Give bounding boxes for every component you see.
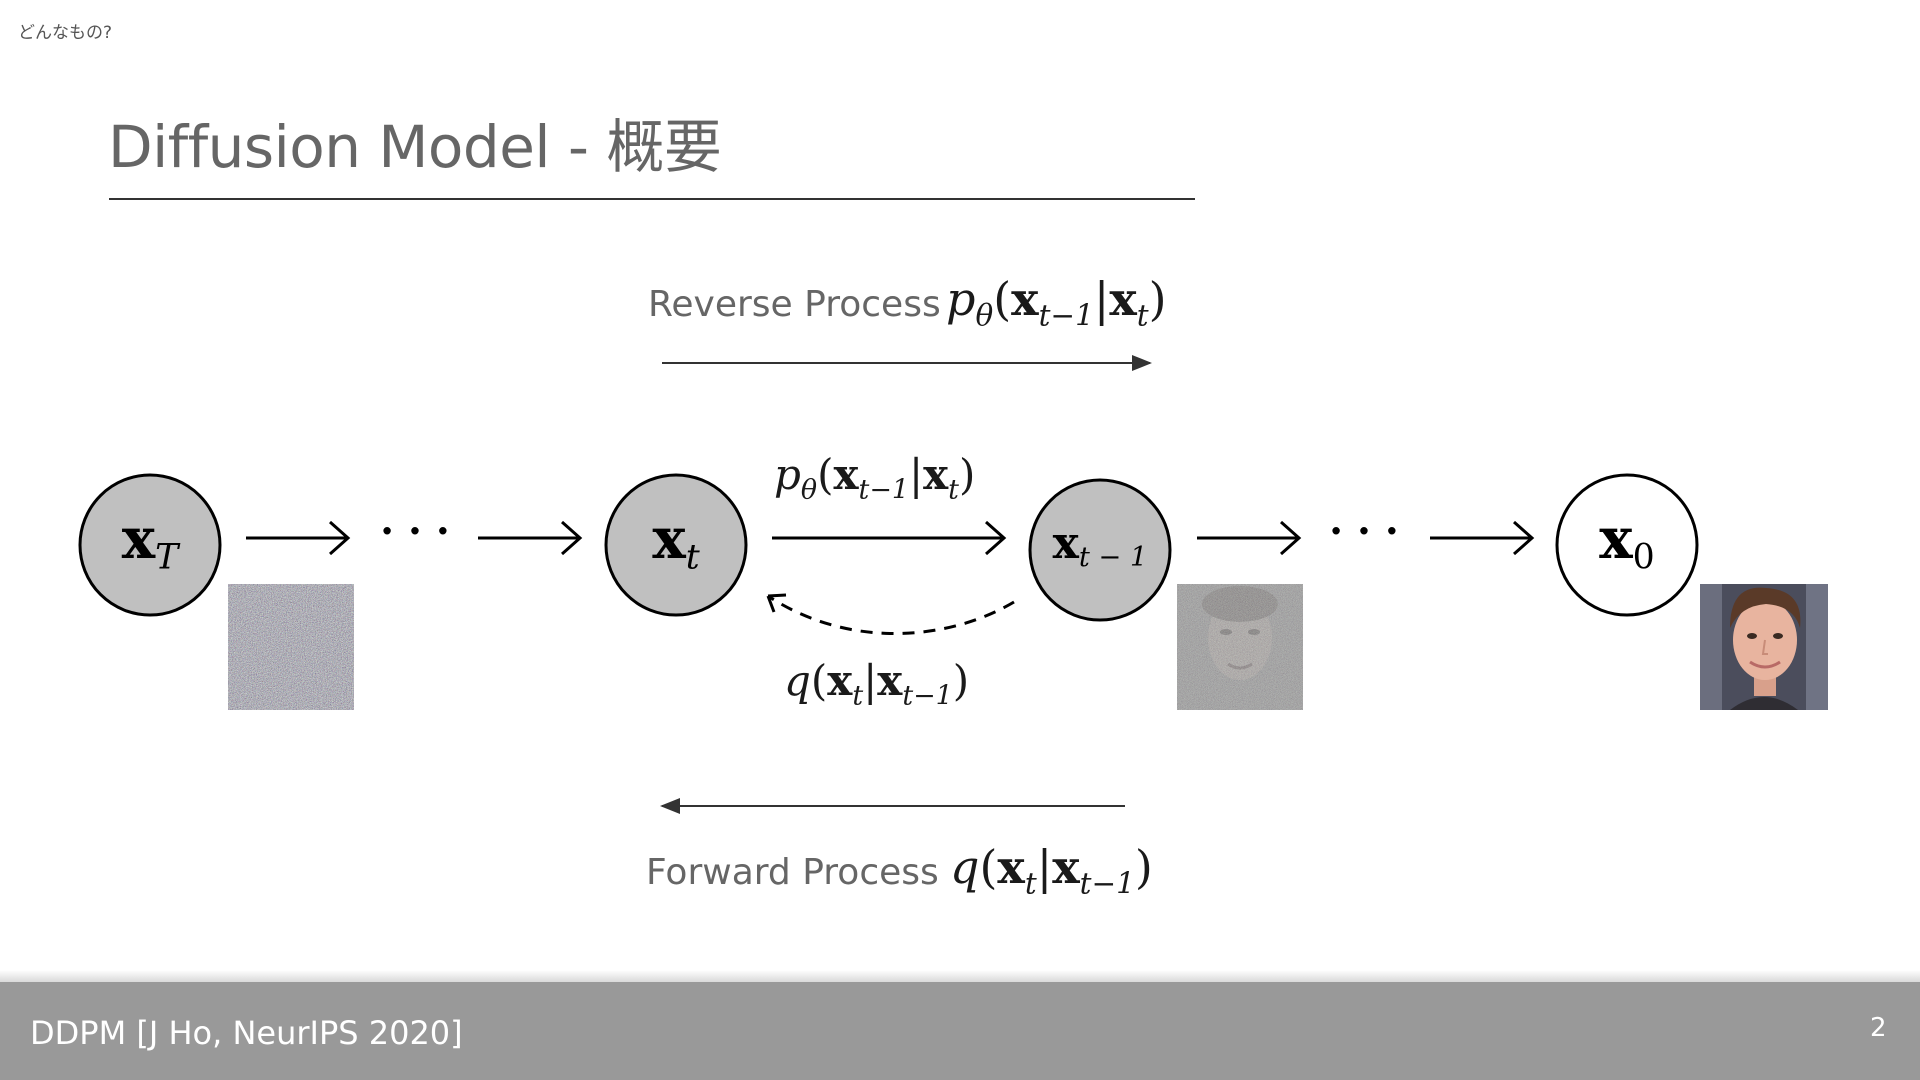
forward-process-label: Forward Process [646, 852, 939, 893]
slide-title: Diffusion Model - 概要 [108, 113, 722, 181]
clean-face-image [1700, 584, 1828, 710]
footer-bar [0, 982, 1920, 1080]
transition-arrow-reverse [772, 520, 1007, 556]
footer-citation: DDPM [J Ho, NeurIPS 2020] [30, 1014, 463, 1052]
node-xt-label: xt [652, 506, 700, 578]
node-x0-label: x0 [1599, 506, 1655, 578]
edge-reverse-formula: pθ(xt−1|xt) [774, 450, 976, 506]
reverse-process-label: Reverse Process [648, 284, 941, 325]
section-label: どんなもの? [18, 23, 113, 43]
transition-arrow-forward [767, 594, 1015, 635]
pure-noise-image [228, 584, 354, 710]
node-xt-1-label: xt − 1 [1052, 518, 1148, 574]
chain-arrow-2 [478, 520, 583, 556]
footer-shadow [0, 970, 1920, 982]
ellipsis-right: · · · [1329, 508, 1399, 555]
node-xT-circle [78, 473, 222, 617]
edge-forward-formula: q(xt|xt−1) [784, 656, 970, 712]
page-number: 2 [1870, 1013, 1887, 1043]
node-x0-circle [1555, 473, 1699, 617]
node-xt-1-circle [1028, 478, 1172, 622]
chain-arrow-1 [246, 520, 351, 556]
node-xT-label: xT [121, 506, 179, 578]
chain-arrow-3 [1197, 520, 1302, 556]
reverse-process-formula: pθ(xt−1|xt) [946, 272, 1167, 333]
noisy-face-image [1177, 584, 1303, 710]
forward-process-formula: q(xt|xt−1) [950, 840, 1153, 901]
chain-arrow-4 [1430, 520, 1535, 556]
title-divider [109, 198, 1195, 200]
ellipsis-left: · · · [380, 508, 450, 555]
node-xt-circle [604, 473, 748, 617]
